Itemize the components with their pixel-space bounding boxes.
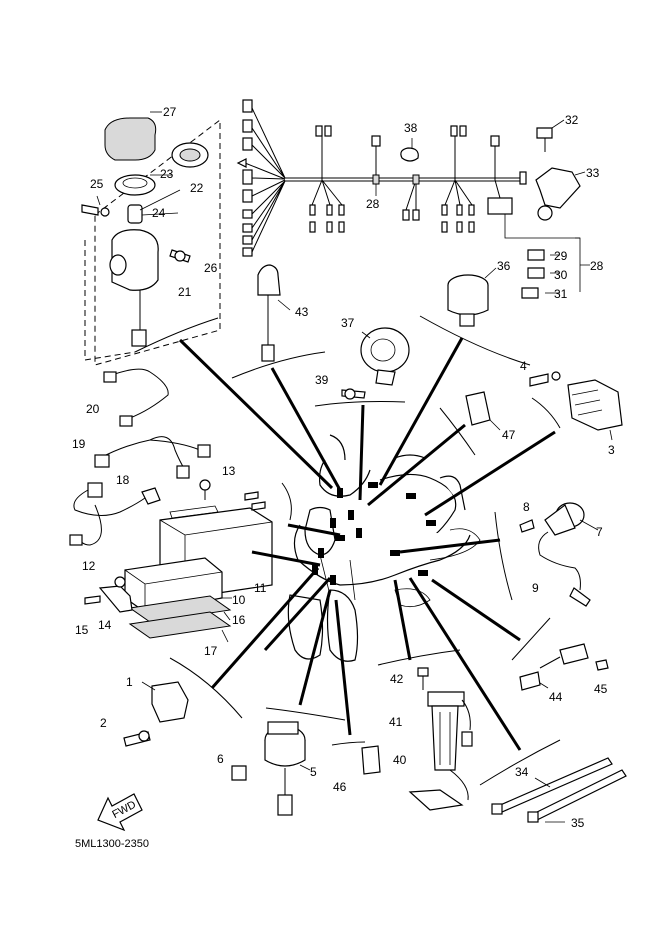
region-arcs <box>134 315 561 786</box>
part-label-39: 39 <box>315 373 329 387</box>
scooter <box>287 434 481 662</box>
part-label-35: 35 <box>571 816 585 830</box>
part-label-5: 5 <box>310 765 317 779</box>
part-label-1: 1 <box>126 675 133 689</box>
part-label-24: 24 <box>152 206 166 220</box>
part-label-7: 7 <box>596 525 603 539</box>
part-label-26: 26 <box>204 261 218 275</box>
part-label-22: 22 <box>190 181 204 195</box>
part-label-28b: 28 <box>366 197 380 211</box>
part-label-46: 46 <box>333 780 347 794</box>
part-label-33: 33 <box>586 166 600 180</box>
part-label-41: 41 <box>389 715 403 729</box>
fuel-pump-group <box>408 667 473 811</box>
part-label-28a: 28 <box>590 259 604 273</box>
part-label-18: 18 <box>116 473 130 487</box>
part-label-43: 43 <box>295 305 309 319</box>
sensor-43 <box>257 264 291 362</box>
cap-47 <box>465 391 501 431</box>
part-label-45: 45 <box>594 682 608 696</box>
part-label-36: 36 <box>497 259 511 273</box>
part-label-3: 3 <box>608 443 615 457</box>
horn-37 <box>341 327 410 400</box>
part-label-11: 11 <box>254 581 267 595</box>
part-label-29: 29 <box>554 249 568 263</box>
part-label-13: 13 <box>222 464 236 478</box>
main-switch-group <box>81 111 221 366</box>
part-label-17: 17 <box>204 644 218 658</box>
part-label-15: 15 <box>75 623 89 637</box>
part-label-32: 32 <box>565 113 579 127</box>
part-labels: 1 2 3 4 5 6 7 8 9 10 11 12 13 14 15 16 1… <box>72 105 615 830</box>
part-label-34: 34 <box>515 765 529 779</box>
part-label-47: 47 <box>502 428 516 442</box>
part-label-10: 10 <box>232 593 246 607</box>
wire-harness <box>236 99 527 257</box>
part-label-14: 14 <box>98 618 112 632</box>
part-label-23: 23 <box>160 167 174 181</box>
part-label-2: 2 <box>100 716 107 730</box>
part-label-8: 8 <box>523 500 530 514</box>
part-label-44: 44 <box>549 690 563 704</box>
part-label-30: 30 <box>554 268 568 282</box>
part-label-6: 6 <box>217 752 224 766</box>
part-label-42: 42 <box>390 672 404 686</box>
part-label-21: 21 <box>178 285 192 299</box>
part-label-4: 4 <box>520 359 527 373</box>
battery-group <box>84 479 273 643</box>
cable-ties <box>491 757 627 823</box>
rectifier-group <box>529 371 623 441</box>
fwd-arrow: FWD <box>97 793 143 832</box>
coil-group <box>519 502 599 607</box>
unit-1-group <box>123 681 189 747</box>
part-label-25: 25 <box>90 177 104 191</box>
connector-marks <box>312 482 436 585</box>
part-label-16: 16 <box>232 613 246 627</box>
fuse-group <box>504 214 590 299</box>
sensor-44-group <box>519 643 609 691</box>
part-label-37: 37 <box>341 316 355 330</box>
starter-relay-group <box>231 721 311 816</box>
part-label-12: 12 <box>82 559 96 573</box>
connector-46 <box>361 745 381 775</box>
part-label-31: 31 <box>554 287 568 301</box>
diagram-code: 5ML1300-2350 <box>75 838 149 850</box>
relay-36 <box>447 267 497 327</box>
part-label-40: 40 <box>393 753 407 767</box>
leader-lines <box>178 337 556 751</box>
part-label-27: 27 <box>163 105 177 119</box>
part-label-9: 9 <box>532 581 539 595</box>
part-label-20: 20 <box>86 402 100 416</box>
part-label-38: 38 <box>404 121 418 135</box>
bolt-bracket-group <box>535 119 586 221</box>
sub-harnesses <box>69 368 211 546</box>
part-label-19: 19 <box>72 437 86 451</box>
